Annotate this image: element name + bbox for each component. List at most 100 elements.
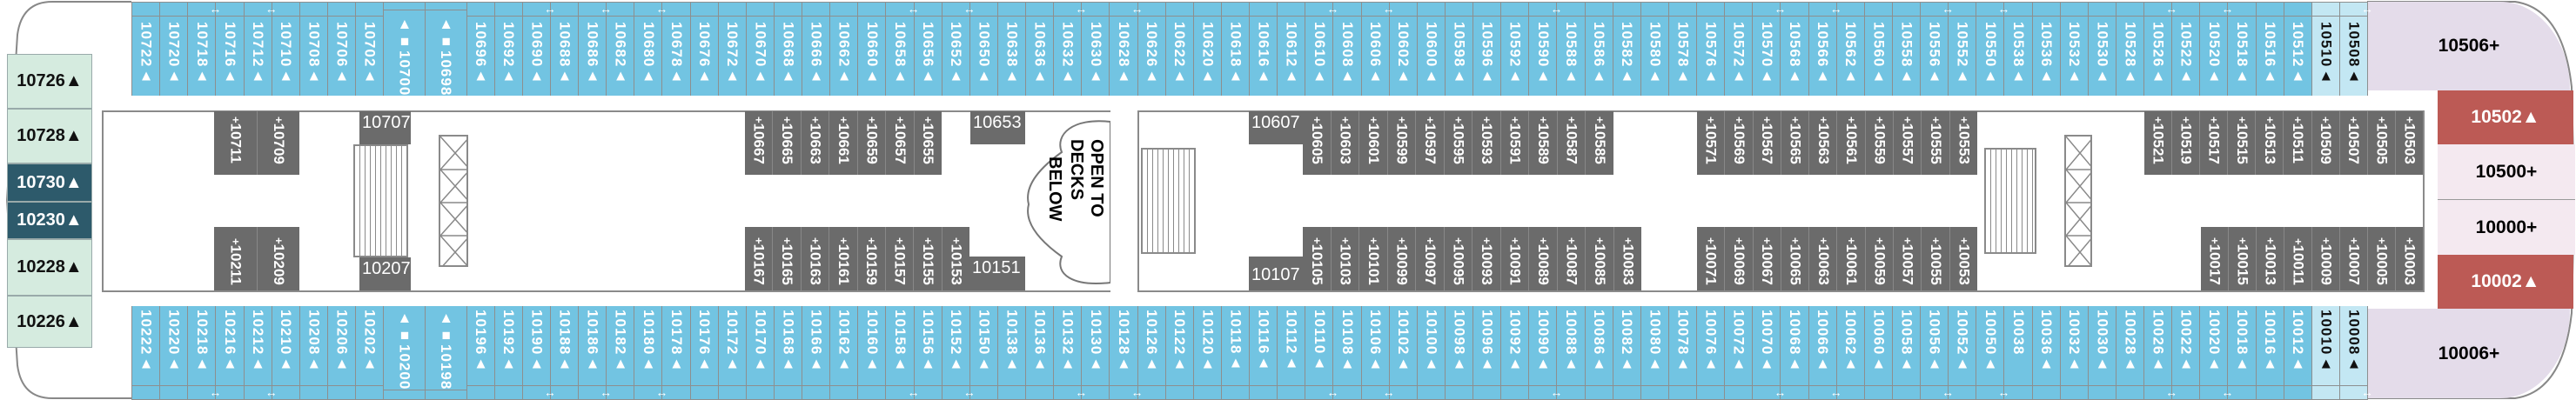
cabin-10182[interactable]: 10182▲: [607, 306, 635, 400]
cabin-10518[interactable]: 10518▲: [2228, 2, 2257, 96]
cabin-10666[interactable]: 10666▲: [802, 2, 831, 96]
cabin-10122[interactable]: 10122▲: [1165, 306, 1194, 400]
cabin-10022[interactable]: 10022▲: [2172, 306, 2201, 400]
cabin-10056[interactable]: ↔10056▲: [1921, 306, 1954, 400]
cabin-10050[interactable]: ↔10050▲: [1976, 306, 2009, 400]
cabin-10661[interactable]: 10661: [829, 111, 858, 175]
cabin-10165[interactable]: 10165: [773, 227, 802, 290]
cabin-10519[interactable]: 10519: [2172, 111, 2201, 175]
cabin-10206[interactable]: 10206▲: [327, 306, 356, 400]
cabin-10680[interactable]: ↔10680▲: [634, 2, 667, 96]
cabin-10553[interactable]: 10553: [1950, 111, 1977, 175]
cabin-10520[interactable]: ↔10520▲: [2200, 2, 2233, 96]
cabin-10118[interactable]: 10118▲: [1221, 306, 1250, 400]
cabin-10097[interactable]: 10097: [1416, 227, 1445, 290]
cabin-10192[interactable]: 10192▲: [494, 306, 523, 400]
cabin-10582[interactable]: 10582▲: [1613, 2, 1641, 96]
cabin-10560[interactable]: 10560▲: [1864, 2, 1893, 96]
cabin-10562[interactable]: 10562▲: [1836, 2, 1865, 96]
cabin-10136[interactable]: 10136▲: [1026, 306, 1055, 400]
cabin-10167[interactable]: 10167: [745, 227, 774, 290]
cabin-10063[interactable]: 10063: [1809, 227, 1838, 290]
cabin-10172[interactable]: 10172▲: [718, 306, 747, 400]
cabin-10718[interactable]: ↔10718▲: [188, 2, 221, 96]
cabin-10218[interactable]: ↔10218▲: [188, 306, 221, 400]
cabin-10503[interactable]: 10503: [2396, 111, 2423, 175]
cabin-10196[interactable]: 10196▲: [466, 306, 495, 400]
cabin-10663[interactable]: 10663: [802, 111, 830, 175]
cabin-10005[interactable]: 10005: [2368, 227, 2396, 290]
cabin-10528[interactable]: 10528▲: [2116, 2, 2144, 96]
cabin-10066[interactable]: ↔10066▲: [1808, 306, 1842, 400]
cabin-10160[interactable]: 10160▲: [858, 306, 887, 400]
cabin-10226[interactable]: 10226▲: [7, 296, 92, 348]
cabin-10088[interactable]: 10088▲: [1557, 306, 1586, 400]
cabin-10071[interactable]: 10071: [1697, 227, 1726, 290]
cabin-10622[interactable]: 10622▲: [1165, 2, 1194, 96]
cabin-10612[interactable]: 10612▲: [1278, 2, 1306, 96]
cabin-10103[interactable]: 10103: [1332, 227, 1359, 290]
cabin-10620[interactable]: 10620▲: [1193, 2, 1222, 96]
cabin-10151[interactable]: 10151: [969, 257, 1025, 290]
cabin-10502[interactable]: 10502▲: [2438, 90, 2573, 144]
cabin-10650[interactable]: 10650▲: [969, 2, 998, 96]
cabin-10636[interactable]: 10636▲: [1026, 2, 1055, 96]
cabin-10559[interactable]: 10559: [1866, 111, 1895, 175]
cabin-10515[interactable]: 10515: [2228, 111, 2257, 175]
cabin-10726[interactable]: 10726▲: [7, 54, 92, 109]
cabin-10592[interactable]: 10592▲: [1501, 2, 1530, 96]
cabin-10632[interactable]: ↔10632▲: [1054, 2, 1087, 96]
cabin-10526[interactable]: ↔10526▲: [2144, 2, 2177, 96]
cabin-10605[interactable]: 10605: [1303, 111, 1332, 175]
cabin-10711[interactable]: 10711: [214, 111, 258, 175]
cabin-10053[interactable]: 10053: [1950, 227, 1977, 290]
cabin-10708[interactable]: 10708▲: [299, 2, 328, 96]
cabin-10163[interactable]: 10163: [802, 227, 830, 290]
cabin-10190[interactable]: ↔10190▲: [522, 306, 556, 400]
cabin-10018[interactable]: 10018▲: [2228, 306, 2257, 400]
cabin-10132[interactable]: ↔10132▲: [1054, 306, 1087, 400]
cabin-10702[interactable]: 10702▲: [356, 2, 385, 96]
cabin-10067[interactable]: 10067: [1754, 227, 1781, 290]
cabin-10506[interactable]: 10506+: [2368, 2, 2570, 90]
cabin-10716[interactable]: 10716▲: [216, 2, 245, 96]
cabin-10696[interactable]: 10696▲: [466, 2, 495, 96]
cabin-10228[interactable]: 10228▲: [7, 239, 92, 296]
cabin-10618[interactable]: 10618▲: [1221, 2, 1250, 96]
cabin-10653[interactable]: 10653: [970, 111, 1025, 144]
cabin-10665[interactable]: 10665: [773, 111, 802, 175]
cabin-10210[interactable]: 10210▲: [272, 306, 300, 400]
cabin-10690[interactable]: ↔10690▲: [522, 2, 556, 96]
cabin-10513[interactable]: 10513: [2256, 111, 2284, 175]
cabin-10230[interactable]: 10230▲: [7, 202, 92, 239]
cabin-10692[interactable]: 10692▲: [494, 2, 523, 96]
cabin-10057[interactable]: 10057: [1894, 227, 1922, 290]
cabin-10536[interactable]: 10536▲: [2032, 2, 2061, 96]
cabin-10006[interactable]: 10006+: [2368, 309, 2570, 398]
cabin-10522[interactable]: 10522▲: [2172, 2, 2201, 96]
cabin-10092[interactable]: 10092▲: [1501, 306, 1530, 400]
cabin-10655[interactable]: 10655: [915, 111, 942, 175]
cabin-10198[interactable]: ▲■10198: [425, 306, 467, 400]
cabin-10672[interactable]: 10672▲: [718, 2, 747, 96]
cabin-10062[interactable]: 10062▲: [1836, 306, 1865, 400]
cabin-10710[interactable]: 10710▲: [272, 2, 300, 96]
cabin-10090[interactable]: ↔10090▲: [1529, 306, 1562, 400]
cabin-10608[interactable]: 10608▲: [1333, 2, 1362, 96]
cabin-10110[interactable]: ↔10110▲: [1305, 306, 1338, 400]
cabin-10162[interactable]: 10162▲: [830, 306, 859, 400]
cabin-10158[interactable]: ↔10158▲: [886, 306, 920, 400]
cabin-10516[interactable]: 10516▲: [2256, 2, 2284, 96]
cabin-10662[interactable]: 10662▲: [830, 2, 859, 96]
cabin-10682[interactable]: 10682▲: [607, 2, 635, 96]
cabin-10038[interactable]: 10038: [2004, 306, 2033, 400]
cabin-10211[interactable]: 10211: [214, 227, 258, 290]
cabin-10610[interactable]: ↔10610▲: [1305, 2, 1338, 96]
cabin-10558[interactable]: 10558▲: [1892, 2, 1921, 96]
cabin-10061[interactable]: 10061: [1837, 227, 1866, 290]
cabin-10166[interactable]: 10166▲: [802, 306, 831, 400]
cabin-10011[interactable]: 10011: [2284, 227, 2312, 290]
cabin-10098[interactable]: 10098▲: [1445, 306, 1473, 400]
cabin-10138[interactable]: 10138▲: [997, 306, 1026, 400]
cabin-10070[interactable]: ↔10070▲: [1753, 306, 1786, 400]
